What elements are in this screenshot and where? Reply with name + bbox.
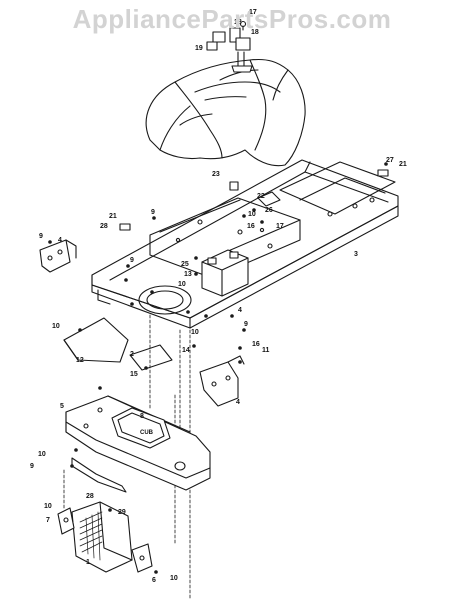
callout-21-left: 21 xyxy=(109,213,117,220)
callout-4-top: 4 xyxy=(58,237,62,244)
callout-14: 14 xyxy=(182,347,190,354)
callout-17: 17 xyxy=(276,223,284,230)
callout-12: 12 xyxy=(76,357,84,364)
callout-28: 28 xyxy=(86,493,94,500)
skid-strap xyxy=(71,457,127,493)
fasteners xyxy=(48,162,388,574)
battery-box xyxy=(201,249,249,297)
callout-3: 3 xyxy=(354,251,358,258)
bracket-left-upper xyxy=(39,239,77,273)
callout-10-grille: 10 xyxy=(44,503,52,510)
bumper-decal-plate: CUB xyxy=(111,407,171,449)
bracket-right-lower xyxy=(199,355,245,407)
strap-bracket xyxy=(129,344,173,371)
front-grille xyxy=(71,501,133,573)
callout-4-mid: 4 xyxy=(238,307,242,314)
callout-5: 5 xyxy=(60,403,64,410)
callout-15: 15 xyxy=(130,371,138,378)
callout-8-top: 9 xyxy=(151,209,155,216)
callout-1: 1 xyxy=(86,559,90,566)
callout-26: 26 xyxy=(265,207,273,214)
callout-9-left: 9 xyxy=(39,233,43,240)
callout-10-left: 10 xyxy=(52,323,60,330)
callout-4-low: 4 xyxy=(236,399,240,406)
callout-11: 11 xyxy=(262,347,270,354)
callout-7: 7 xyxy=(46,517,50,524)
callout-21-top: 21 xyxy=(399,161,407,168)
callout-8: 8 xyxy=(140,413,144,420)
callout-29: 29 xyxy=(118,509,126,516)
side-bracket-left xyxy=(57,507,75,535)
callout-13: 13 xyxy=(184,271,192,278)
callout-labels: 17 18 18 19 23 27 21 22 26 16 10 17 21 2… xyxy=(30,9,407,584)
callout-19b: 18 xyxy=(251,29,259,36)
callout-22: 22 xyxy=(257,193,265,200)
decal-text: CUB xyxy=(140,430,154,436)
fender-shroud xyxy=(145,58,306,167)
callout-18: 17 xyxy=(249,9,257,16)
small-parts xyxy=(119,169,389,231)
callout-9-mid: 9 xyxy=(130,257,134,264)
callout-25: 25 xyxy=(181,261,189,268)
callout-19a: 18 xyxy=(234,19,242,26)
callout-20: 19 xyxy=(195,45,203,52)
watermark: AppliancePartsPros.com xyxy=(72,4,392,34)
callout-10-low: 10 xyxy=(191,329,199,336)
callout-6: 6 xyxy=(152,577,156,584)
callout-10-top: 10 xyxy=(248,211,256,218)
side-bracket-right xyxy=(131,543,153,573)
callout-2: 2 xyxy=(130,351,134,358)
callout-10-bottom: 10 xyxy=(170,575,178,582)
key-switch-assembly xyxy=(206,20,253,73)
callout-10-bumper: 10 xyxy=(38,451,46,458)
main-frame xyxy=(91,159,399,329)
callout-27-top: 27 xyxy=(386,157,394,164)
callout-9-right: 9 xyxy=(244,321,248,328)
callout-16-right: 16 xyxy=(252,341,260,348)
callout-27-left: 28 xyxy=(100,223,108,230)
callout-9-bumper: 9 xyxy=(30,463,34,470)
callout-23: 23 xyxy=(212,171,220,178)
deflector-plate xyxy=(63,317,129,363)
callout-10-mid: 10 xyxy=(178,281,186,288)
callout-16-top: 16 xyxy=(247,223,255,230)
